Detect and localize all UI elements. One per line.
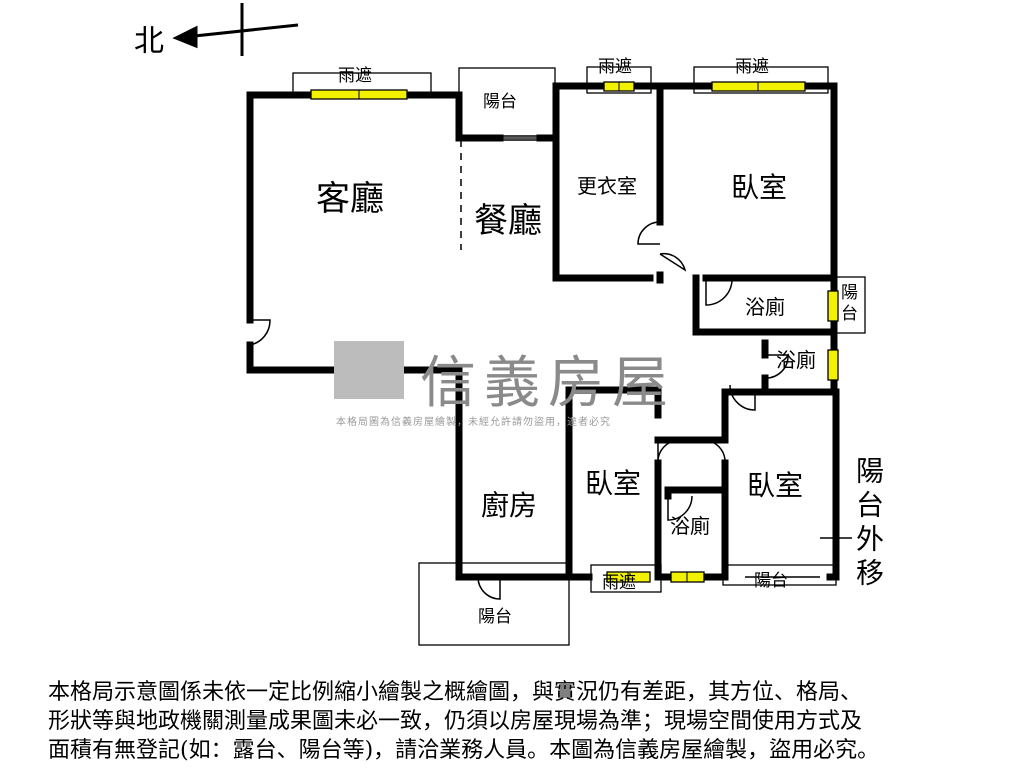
room-living: 客廳 [316, 179, 384, 219]
balcony-kitchen: 陽台 [478, 607, 512, 627]
window-dividers [358, 82, 759, 582]
room-small-bath: 浴廁 [670, 514, 710, 538]
room-hall-bath: 浴廁 [776, 348, 816, 372]
room-dining: 餐廳 [474, 201, 542, 241]
doors [249, 135, 852, 600]
north-arrow-icon [172, 3, 299, 56]
balcony-top: 陽台 [483, 92, 517, 112]
balcony-bottom-right: 陽台 [754, 571, 788, 591]
awning-living: 雨遮 [338, 66, 372, 86]
room-closet: 更衣室 [577, 174, 637, 198]
awning-closet: 雨遮 [598, 57, 632, 77]
walls [246, 82, 840, 581]
brand-logo-icon [334, 341, 404, 399]
disclaimer: 本格局示意圖係未依一定比例縮小繪製之概繪圖，與實況仍有差距，其方位、格局、 形狀… [48, 678, 1008, 765]
disclaimer-line-3: 面積有無登記(如：露台、陽台等)，請洽業務人員。本圖為信義房屋繪製，盜用必究。 [48, 738, 880, 763]
floor-plan [172, 3, 866, 646]
awning-bottom: 雨遮 [602, 573, 636, 593]
disclaimer-line-2: 形狀等與地政機關測量成果圖未必一致，仍須以房屋現場為準；現場空間使用方式及 [48, 709, 863, 734]
room-master-bath: 浴廁 [745, 295, 785, 319]
balcony-right: 陽台 [837, 283, 857, 325]
watermark-brand: 信義房屋 [420, 351, 676, 416]
disclaimer-line-1: 本格局示意圖係未依一定比例縮小繪製之概繪圖，與實況仍有差距，其方位、格局、 [48, 680, 863, 705]
room-master-bedroom: 臥室 [731, 171, 788, 204]
room-bedroom-3: 臥室 [747, 469, 804, 502]
north-label: 北 [134, 24, 164, 59]
balcony-moved-out-note: 陽台外移 [852, 456, 885, 592]
room-kitchen: 廚房 [481, 489, 538, 522]
room-bedroom-2: 臥室 [585, 467, 642, 500]
watermark-notice: 本格局圖為信義房屋繪製，未經允許請勿盜用，違者必究 [336, 417, 611, 428]
awning-master: 雨遮 [735, 57, 769, 77]
